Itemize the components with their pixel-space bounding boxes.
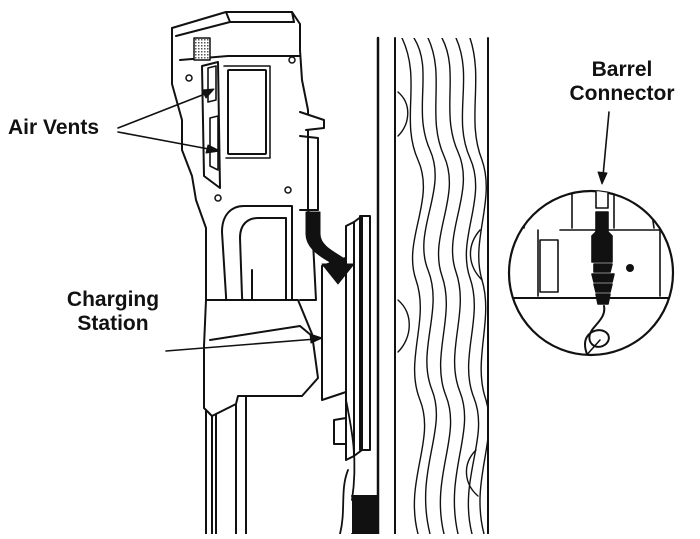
- curved-down-arrow-icon: [305, 211, 355, 285]
- barrel-connector-plug: [591, 191, 615, 305]
- wood-grain: [397, 38, 488, 534]
- wall: [376, 36, 489, 536]
- barrel-connector-inset: [507, 189, 675, 357]
- speaker-grille: [193, 37, 211, 61]
- charging-station-label: Charging Station: [66, 288, 160, 335]
- callout-leaders: [117, 88, 610, 352]
- barrel-connector-label: Barrel Connector: [569, 58, 675, 105]
- device: [171, 11, 325, 535]
- air-vents-label: Air Vents: [8, 116, 100, 139]
